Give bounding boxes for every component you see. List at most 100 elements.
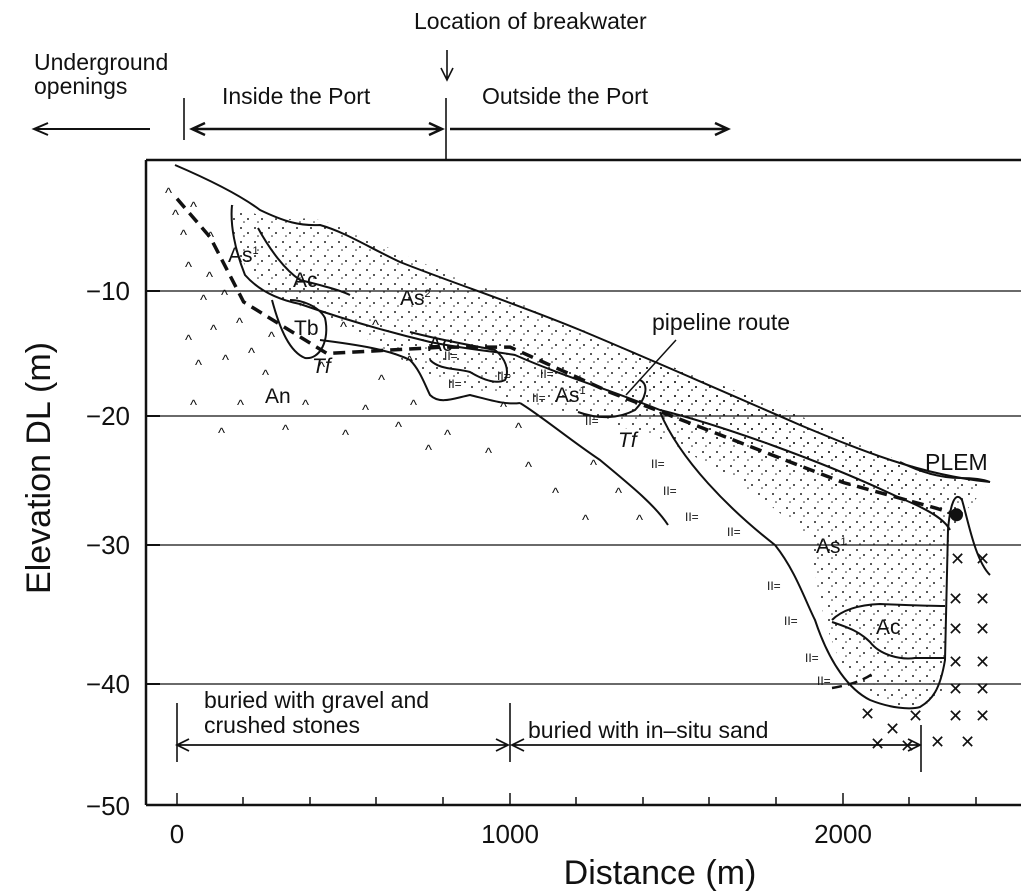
svg-text:^: ^ — [395, 419, 402, 436]
unit-label-as1-upper: As1 — [228, 244, 259, 267]
svg-text:✕: ✕ — [948, 589, 963, 609]
svg-text:^: ^ — [248, 345, 255, 362]
unit-label-tf-lower: Tf — [618, 429, 639, 452]
svg-text:^: ^ — [222, 352, 229, 369]
tf-symbols: II=II=II= II=II=II= II=II=II= II=II=II= … — [444, 349, 831, 688]
svg-text:II=: II= — [663, 484, 677, 498]
x-axis-title: Distance (m) — [564, 854, 757, 892]
svg-text:✕: ✕ — [960, 732, 975, 752]
svg-text:^: ^ — [207, 229, 214, 246]
x-tick-labels: 0 1000 2000 — [170, 819, 872, 849]
inside-port-arrow — [189, 121, 445, 137]
svg-text:^: ^ — [410, 397, 417, 414]
svg-text:✕: ✕ — [975, 679, 990, 699]
svg-text:II=: II= — [784, 614, 798, 628]
svg-text:II=: II= — [540, 367, 554, 381]
svg-text:II=: II= — [448, 377, 462, 391]
svg-text:^: ^ — [340, 319, 347, 336]
svg-text:✕: ✕ — [908, 706, 923, 726]
unit-label-tb: Tb — [294, 317, 319, 340]
underground-label-2: openings — [34, 73, 127, 99]
svg-text:^: ^ — [172, 207, 179, 224]
sand-strip — [620, 355, 950, 530]
pipeline-route-pointer — [625, 339, 677, 396]
plot-frame — [144, 158, 1021, 807]
svg-text:^: ^ — [425, 442, 432, 459]
svg-text:✕: ✕ — [975, 706, 990, 726]
unit-label-ac-upper: Ac — [293, 269, 318, 292]
x-tick-label: 1000 — [481, 819, 539, 849]
pipeline-route-line — [175, 197, 958, 517]
svg-text:II=: II= — [817, 674, 831, 688]
svg-text:✕: ✕ — [900, 736, 915, 756]
svg-text:^: ^ — [237, 397, 244, 414]
y-axis-title: Elevation DL (m) — [20, 342, 58, 594]
svg-text:✕: ✕ — [948, 679, 963, 699]
y-tick-label: −30 — [86, 530, 130, 560]
svg-text:^: ^ — [185, 259, 192, 276]
svg-text:✕: ✕ — [930, 732, 945, 752]
svg-text:✕: ✕ — [860, 704, 875, 724]
plem-label: PLEM — [925, 449, 988, 475]
y-tick-labels: −10 −20 −30 −40 −50 — [86, 276, 130, 821]
buried-gravel-arrow — [174, 738, 511, 752]
unit-label-tf-upper: Tf — [312, 355, 333, 378]
unit-label-as2: As2 — [400, 287, 431, 310]
svg-text:II=: II= — [727, 525, 741, 539]
svg-text:✕: ✕ — [948, 652, 963, 672]
svg-text:^: ^ — [378, 372, 385, 389]
y-tick-label: −50 — [86, 791, 130, 821]
outside-port-label: Outside the Port — [482, 83, 649, 109]
unit-label-ac-lower: Ac — [876, 616, 901, 639]
svg-text:^: ^ — [221, 287, 228, 304]
x-tick-marks — [176, 793, 977, 805]
svg-text:✕: ✕ — [975, 652, 990, 672]
svg-text:^: ^ — [342, 427, 349, 444]
svg-text:^: ^ — [406, 353, 413, 370]
sand-layer — [232, 205, 990, 708]
y-tick-label: −20 — [86, 401, 130, 431]
svg-text:^: ^ — [165, 185, 172, 202]
svg-text:^: ^ — [236, 315, 243, 332]
svg-text:^: ^ — [615, 485, 622, 502]
svg-text:^: ^ — [180, 227, 187, 244]
svg-text:II=: II= — [767, 579, 781, 593]
an-symbols: ^^^ ^^^ ^^^ ^^^ ^^^ ^^^ ^^^ ^^^ ^^^ ^^^ … — [165, 185, 643, 529]
svg-text:II=: II= — [444, 349, 458, 363]
svg-text:^: ^ — [582, 512, 589, 529]
underground-label-1: Underground — [34, 49, 168, 75]
svg-text:^: ^ — [190, 199, 197, 216]
svg-text:^: ^ — [500, 399, 507, 416]
unit-label-as1-middle: As1 — [555, 384, 586, 407]
buried-gravel-label-2: crushed stones — [204, 712, 360, 738]
svg-text:II=: II= — [532, 391, 546, 405]
inside-port-label: Inside the Port — [222, 83, 371, 109]
svg-text:^: ^ — [552, 485, 559, 502]
svg-text:^: ^ — [636, 512, 643, 529]
svg-text:^: ^ — [210, 322, 217, 339]
buried-gravel-label-1: buried with gravel and — [204, 687, 429, 713]
y-tick-label: −40 — [86, 669, 130, 699]
svg-text:^: ^ — [185, 332, 192, 349]
svg-text:^: ^ — [218, 425, 225, 442]
svg-text:^: ^ — [195, 357, 202, 374]
x-tick-label: 0 — [170, 819, 184, 849]
y-tick-label: −10 — [86, 276, 130, 306]
svg-text:^: ^ — [515, 420, 522, 437]
buried-sand-arrow — [509, 738, 923, 752]
svg-text:^: ^ — [590, 457, 597, 474]
outside-port-arrow — [450, 121, 731, 137]
svg-text:^: ^ — [262, 367, 269, 384]
plem-marker — [950, 508, 963, 522]
svg-text:^: ^ — [525, 459, 532, 476]
x-tick-label: 2000 — [814, 819, 872, 849]
y-tick-marks — [146, 290, 160, 685]
underground-arrow — [31, 122, 150, 136]
svg-text:✕: ✕ — [870, 734, 885, 754]
svg-text:^: ^ — [362, 402, 369, 419]
svg-text:✕: ✕ — [975, 589, 990, 609]
unit-label-an: An — [265, 385, 291, 408]
svg-text:^: ^ — [268, 329, 275, 346]
svg-text:^: ^ — [282, 422, 289, 439]
